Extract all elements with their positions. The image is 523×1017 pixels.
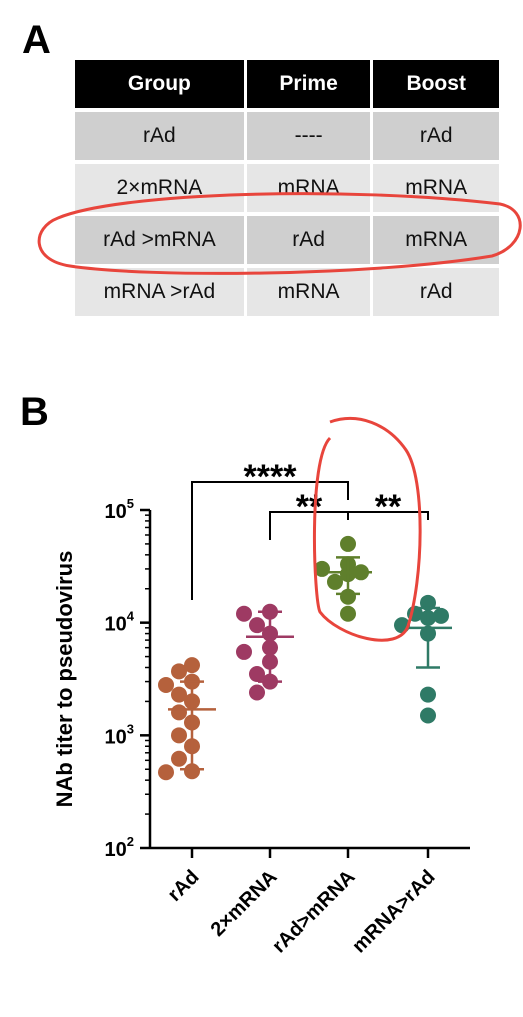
cell-prime: mRNA — [246, 268, 371, 316]
x-tick-label: mRNA>rAd — [348, 866, 439, 957]
data-point — [184, 763, 200, 780]
table-row: mRNA >rAd mRNA rAd — [75, 268, 499, 316]
data-point — [340, 605, 356, 622]
data-point — [236, 605, 252, 622]
data-point — [184, 657, 200, 674]
data-point — [249, 684, 265, 701]
data-point — [249, 617, 265, 634]
table-row: rAd ---- rAd — [75, 112, 499, 160]
data-point — [249, 666, 265, 683]
cell-group: 2×mRNA — [75, 164, 244, 212]
x-tick-label: rAd — [164, 866, 204, 906]
data-point — [340, 535, 356, 552]
y-axis-title: NAb titer to pseudovirus — [52, 551, 77, 808]
data-point — [420, 686, 436, 703]
data-point — [171, 704, 187, 721]
significance-stars: ** — [296, 488, 323, 526]
data-point — [158, 764, 174, 781]
red-highlight-stroke — [312, 417, 422, 642]
cell-boost: mRNA — [373, 216, 499, 264]
data-point — [171, 727, 187, 744]
significance-bracket — [191, 481, 349, 600]
panel-a-label: A — [22, 18, 51, 62]
significance-stars: ** — [375, 488, 402, 526]
highlight-annotation — [312, 417, 422, 642]
data-point — [158, 676, 174, 693]
y-tick-label: 102 — [105, 834, 134, 861]
red-ellipse-stroke — [37, 192, 522, 275]
data-point — [420, 707, 436, 724]
data-point — [236, 643, 252, 660]
cell-prime: ---- — [246, 112, 371, 160]
table-row: 2×mRNA mRNA mRNA — [75, 164, 499, 212]
cell-boost: rAd — [373, 112, 499, 160]
vaccine-groups-table: Group Prime Boost rAd ---- rAd 2×mRNA mR… — [72, 56, 502, 320]
significance-brackets: ******** — [191, 458, 429, 600]
table-header-row: Group Prime Boost — [75, 60, 499, 108]
y-tick-label: 105 — [105, 496, 134, 523]
y-axis: 102 103 104 105 — [105, 496, 152, 861]
significance-stars: **** — [244, 458, 298, 496]
cell-boost: rAd — [373, 268, 499, 316]
mean-sd-bars — [168, 556, 452, 771]
data-point — [433, 607, 449, 624]
nab-titer-scatter-chart: NAb titer to pseudovirus 102 103 104 105 rA… — [52, 417, 470, 957]
data-point — [171, 663, 187, 680]
data-point — [171, 750, 187, 767]
hand-drawn-circle-annotation — [37, 192, 522, 275]
data-point — [327, 573, 343, 590]
y-axis-label: NAb titer to pseudovirus — [52, 551, 77, 808]
header-prime: Prime — [246, 60, 371, 108]
table-row-highlighted: rAd >mRNA rAd mRNA — [75, 216, 499, 264]
cell-boost: mRNA — [373, 164, 499, 212]
x-tick-label: rAd>mRNA — [268, 866, 359, 957]
data-point — [171, 686, 187, 703]
panel-b-label: B — [20, 390, 49, 434]
cell-group: rAd >mRNA — [75, 216, 244, 264]
significance-bracket — [269, 511, 348, 540]
header-group: Group — [75, 60, 244, 108]
cell-group: rAd — [75, 112, 244, 160]
data-points — [158, 535, 449, 781]
y-tick-label: 103 — [105, 721, 134, 748]
significance-bracket — [347, 511, 429, 520]
y-tick-label: 104 — [105, 609, 135, 636]
header-boost: Boost — [373, 60, 499, 108]
x-tick-label: 2×mRNA — [207, 866, 282, 941]
cell-prime: rAd — [246, 216, 371, 264]
cell-group: mRNA >rAd — [75, 268, 244, 316]
